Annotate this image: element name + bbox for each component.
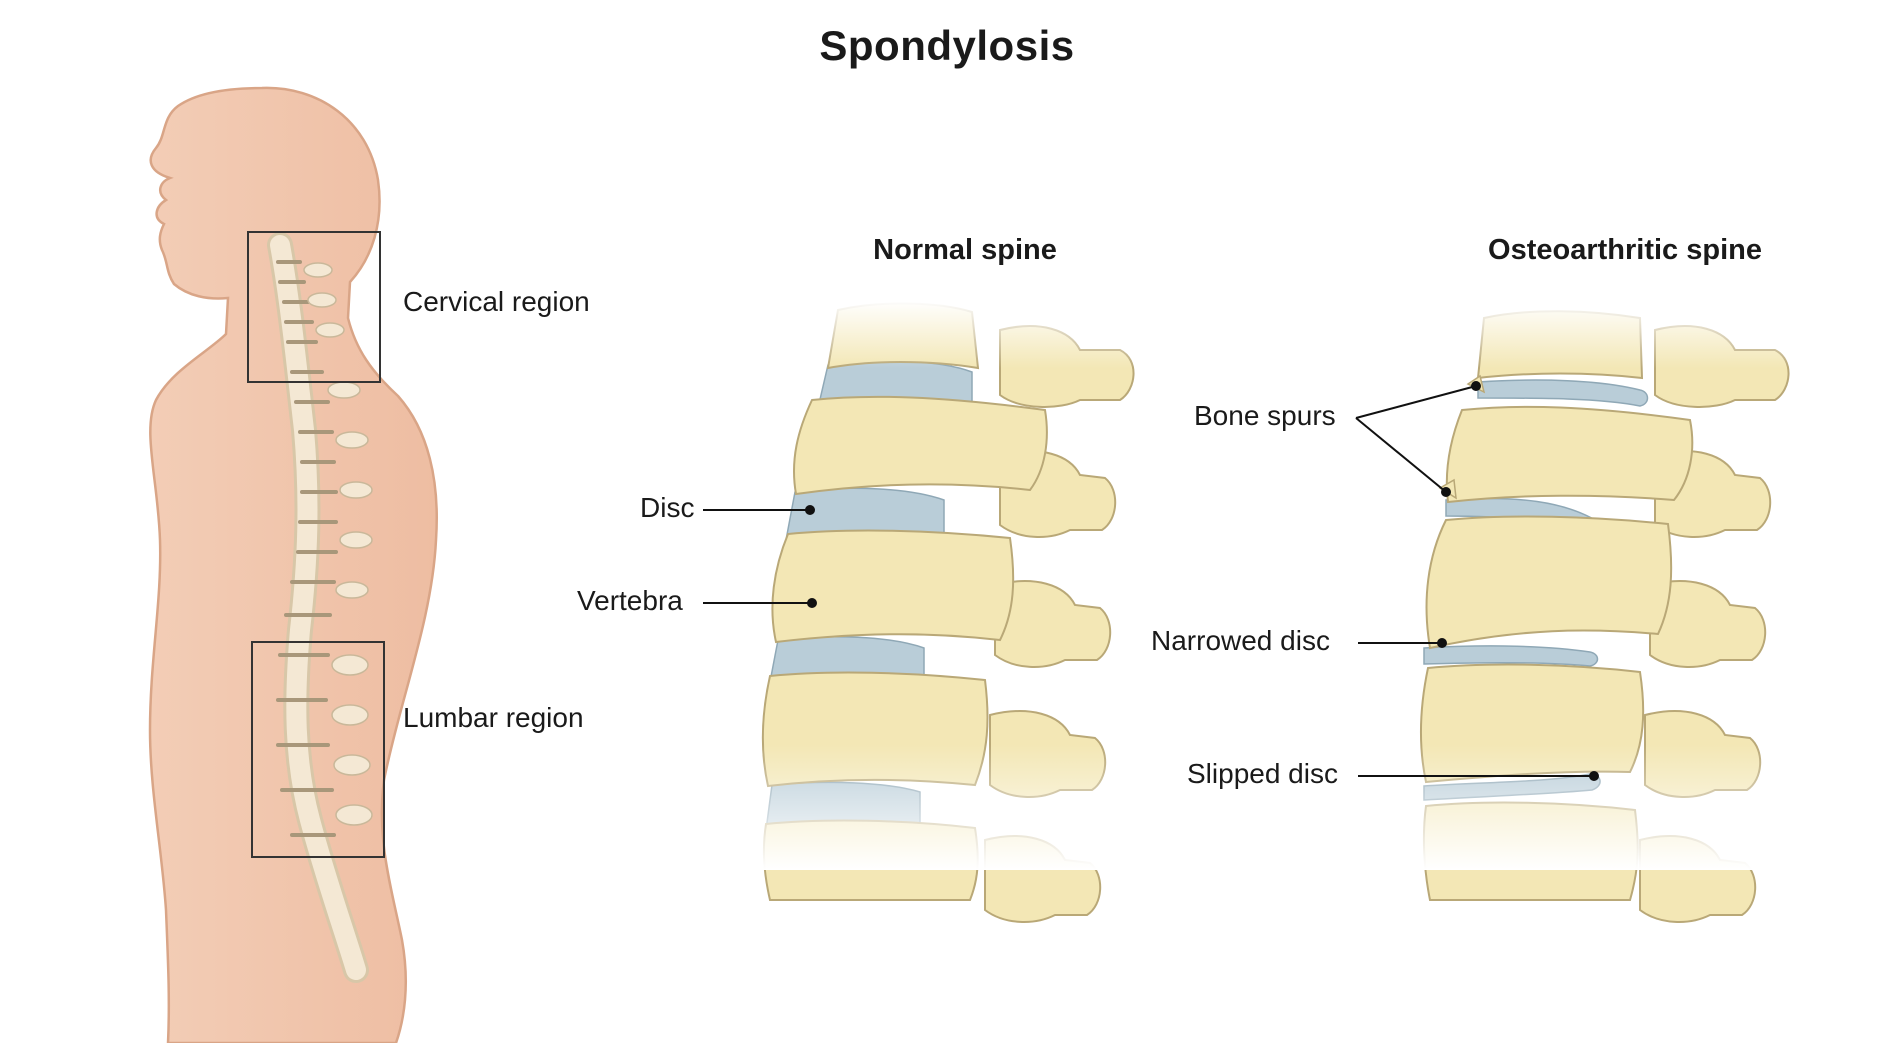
human-figure [148, 86, 438, 1043]
disc-label: Disc [640, 492, 695, 523]
diagram-title: Spondylosis [819, 22, 1075, 69]
narrowed-disc-label: Narrowed disc [1151, 625, 1330, 656]
vertebra-label: Vertebra [577, 585, 683, 616]
body-spine [267, 232, 373, 983]
lumbar-region-box [251, 641, 385, 858]
osteoarthritic-spine-illustration [1400, 300, 1820, 923]
normal-spine-illustration [740, 300, 1160, 923]
lumbar-region-label: Lumbar region [403, 702, 584, 733]
osteoarthritic-spine-heading: Osteoarthritic spine [1488, 234, 1762, 266]
normal-spine-heading: Normal spine [873, 234, 1057, 266]
cervical-region-label: Cervical region [403, 286, 590, 317]
cervical-region-box [247, 231, 381, 383]
slipped-disc-label: Slipped disc [1187, 758, 1338, 789]
leader-lines [703, 381, 1599, 781]
bone-spurs-label: Bone spurs [1194, 400, 1336, 431]
